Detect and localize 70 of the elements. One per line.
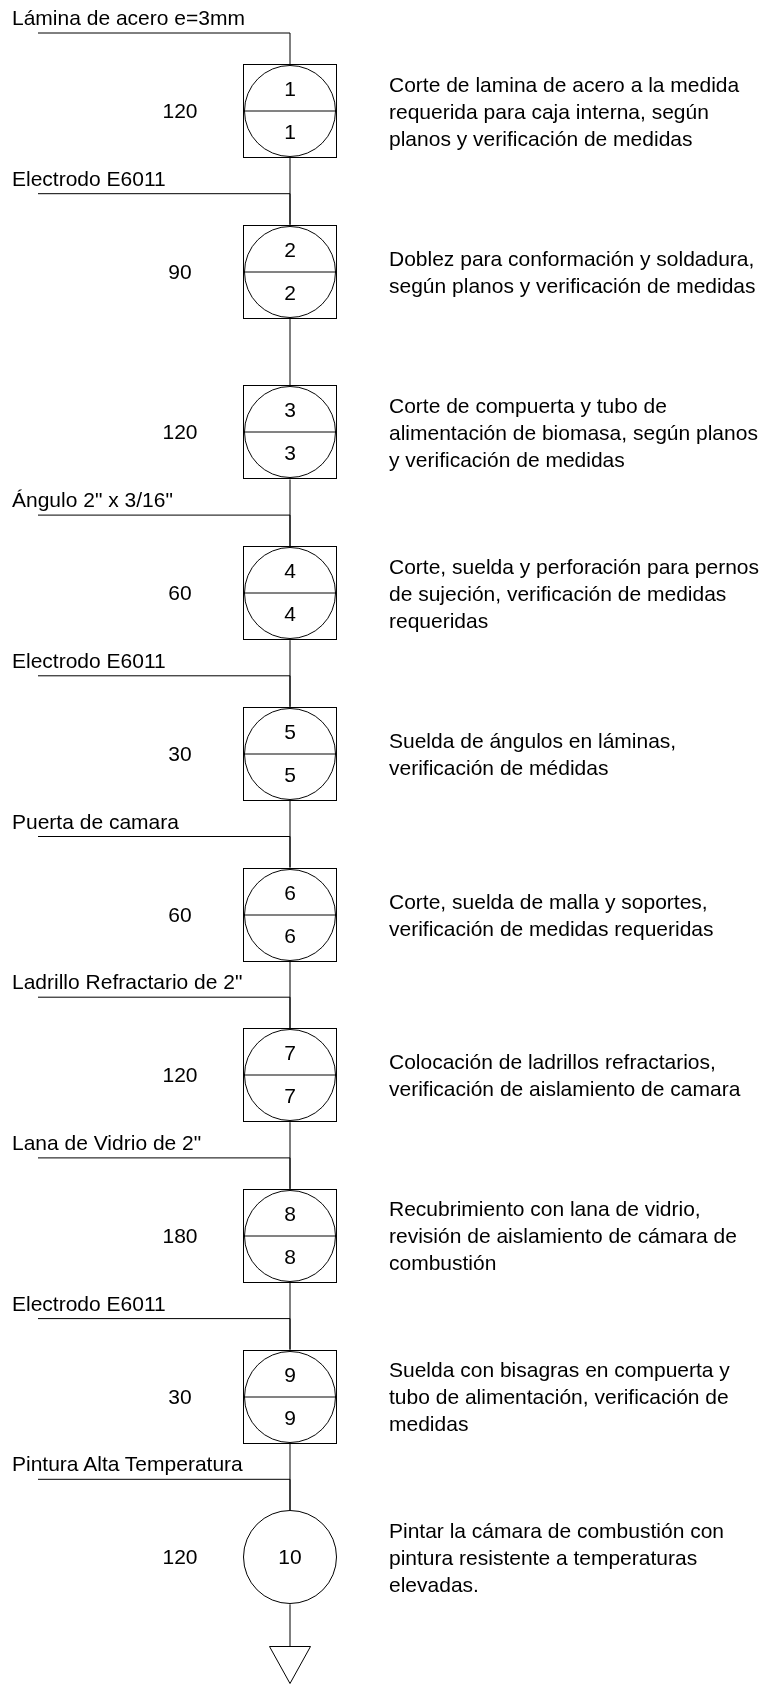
time-label: 120 xyxy=(162,419,198,446)
step-number: 4 xyxy=(284,560,296,583)
step-number: 5 xyxy=(284,720,296,743)
material-line xyxy=(37,1318,291,1351)
step-number: 5 xyxy=(284,763,296,786)
step-number: 8 xyxy=(284,1202,296,1225)
time-label: 180 xyxy=(162,1222,198,1249)
material-line xyxy=(37,32,291,65)
time-label: 30 xyxy=(168,1383,192,1410)
step-number: 6 xyxy=(284,881,296,904)
material-label: Electrodo E6011 xyxy=(12,1290,166,1317)
step-number: 7 xyxy=(284,1042,296,1065)
step-number: 7 xyxy=(284,1085,296,1108)
material-line xyxy=(37,675,291,708)
flow-line xyxy=(289,318,291,386)
step-number: 1 xyxy=(284,78,296,100)
material-label: Ángulo 2" x 3/16" xyxy=(12,487,173,514)
step-number: 10 xyxy=(278,1546,302,1569)
material-line xyxy=(37,1157,291,1190)
operation-inspection-symbol xyxy=(243,1349,337,1444)
material-label: Electrodo E6011 xyxy=(12,165,166,192)
time-label: 60 xyxy=(168,580,192,607)
storage-triangle xyxy=(269,1646,311,1685)
operation-description: Corte de lamina de acero a la medida requerida para caja interna, según planos y verificación de medidas xyxy=(389,71,741,152)
time-label: 30 xyxy=(168,740,192,767)
operation-description: Pintar la cámara de combustión con pintura resistente a temperaturas elevadas. xyxy=(389,1517,725,1598)
material-label: Electrodo E6011 xyxy=(12,647,166,674)
operation-inspection-symbol xyxy=(243,224,337,319)
time-label: 120 xyxy=(162,98,198,124)
material-line xyxy=(37,193,291,226)
operation-inspection-symbol xyxy=(243,64,337,158)
time-label: 120 xyxy=(162,1544,198,1571)
operation-inspection-symbol xyxy=(243,1188,337,1283)
step-number: 2 xyxy=(284,281,296,304)
material-line xyxy=(37,514,291,547)
operation-description: Colocación de ladrillos refractarios, verificación de aislamiento de camara xyxy=(389,1049,742,1103)
operation-description: Corte, suelda y perforación para pernos de sujeción, verificación de medidas requeridas xyxy=(389,553,761,634)
operation-circle xyxy=(243,1510,337,1605)
step-number: 6 xyxy=(284,924,296,947)
operation-description: Recubrimiento con lana de vidrio, revisión de aislamiento de cámara de combustión xyxy=(389,1196,738,1277)
material-line xyxy=(37,996,291,1029)
operation-inspection-symbol xyxy=(243,546,337,641)
operation-description: Doblez para conformación y soldadura, según planos y verificación de medidas xyxy=(389,245,757,299)
material-label: Lana de Vidrio de 2" xyxy=(12,1129,202,1156)
operation-inspection-symbol xyxy=(243,1028,337,1123)
operation-description: Corte, suelda de malla y soportes, verificación de medidas requeridas xyxy=(389,888,715,942)
step-number: 3 xyxy=(284,442,296,465)
material-label: Lámina de acero e=3mm xyxy=(12,5,245,31)
operation-inspection-symbol xyxy=(243,867,337,962)
time-label: 90 xyxy=(168,258,192,285)
operation-inspection-symbol xyxy=(243,385,337,480)
material-label: Pintura Alta Temperatura xyxy=(12,1451,243,1478)
step-number: 4 xyxy=(284,603,296,626)
operation-description: Suelda de ángulos en láminas, verificación de médidas xyxy=(389,727,678,781)
time-label: 120 xyxy=(162,1062,198,1089)
step-number: 2 xyxy=(284,238,296,261)
time-label: 60 xyxy=(168,901,192,928)
operation-inspection-symbol xyxy=(243,706,337,801)
step-number: 1 xyxy=(284,121,296,143)
material-label: Ladrillo Refractario de 2" xyxy=(12,969,243,996)
operation-description: Suelda con bisagras en compuerta y tubo de alimentación, verificación de medidas xyxy=(389,1357,731,1438)
step-number: 3 xyxy=(284,399,296,422)
step-number: 8 xyxy=(284,1245,296,1268)
step-number: 9 xyxy=(284,1406,296,1429)
material-line xyxy=(37,836,291,868)
step-number: 9 xyxy=(284,1363,296,1386)
operation-description: Corte de compuerta y tubo de alimentación de biomasa, según planos y verificación de medidas xyxy=(389,392,759,473)
flow-line xyxy=(289,1603,291,1647)
material-label: Puerta de camara xyxy=(12,808,179,835)
material-line xyxy=(37,1478,291,1511)
